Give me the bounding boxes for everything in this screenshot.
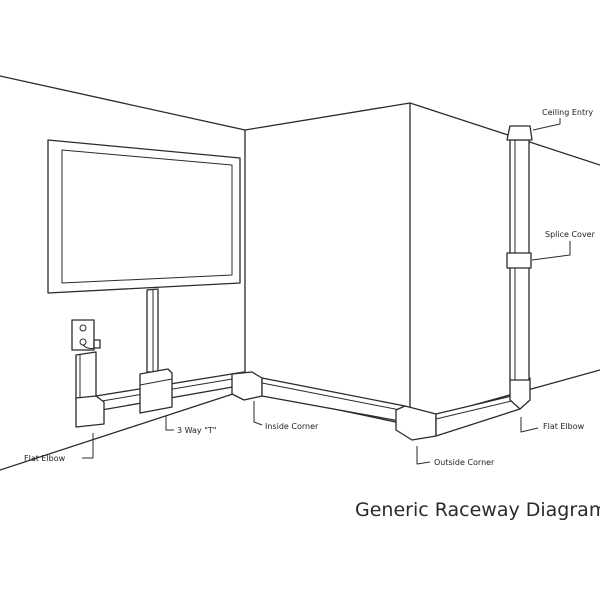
- label-splice-cover: Splice Cover: [545, 230, 596, 239]
- leader-outside-corner: [416, 446, 431, 465]
- inside-corner-fitting: [231, 371, 263, 401]
- outlet-plate: [71, 319, 95, 351]
- leader-splice-cover: [531, 241, 571, 261]
- label-outside-corner: Outside Corner: [434, 458, 495, 467]
- ceiling-entry-fitting: [506, 125, 533, 141]
- label-flat-elbow-left: Flat Elbow: [24, 454, 66, 463]
- splice-cover-fitting: [506, 252, 532, 269]
- label-flat-elbow-right: Flat Elbow: [543, 422, 585, 431]
- label-inside-corner: Inside Corner: [265, 422, 319, 431]
- outlet-socket-top: [79, 324, 87, 332]
- labels: Ceiling Entry Splice Cover Flat Elbow Ou…: [24, 108, 596, 467]
- leader-inside-corner: [253, 401, 263, 426]
- raceway-baseboard-middle: [261, 377, 406, 423]
- plug: [93, 339, 101, 349]
- floor-line-left: [0, 389, 246, 471]
- leader-three-way-t: [165, 416, 174, 431]
- wall-outlet: [71, 319, 101, 351]
- leader-ceiling-entry: [532, 118, 561, 131]
- tv-screen: [61, 149, 233, 284]
- raceway-middle-wall: [231, 371, 406, 423]
- tv-frame: [47, 139, 241, 294]
- raceway-baseboard-right: [435, 393, 521, 437]
- three-way-t-fitting: [139, 368, 173, 414]
- television: [47, 139, 241, 294]
- leader-flat-elbow-left: [82, 433, 94, 459]
- outside-corner-fitting: [395, 405, 437, 441]
- leader-lines: [82, 118, 571, 465]
- raceway-right-wall: [395, 125, 533, 441]
- leader-flat-elbow-right: [520, 417, 539, 433]
- label-three-way-t: 3 Way "T": [177, 426, 216, 435]
- ceiling-line: [0, 75, 600, 166]
- diagram-title: Generic Raceway Diagram: [355, 499, 600, 521]
- raceway-left-wall: [75, 288, 245, 428]
- raceway-vertical-outlet: [75, 351, 97, 401]
- flat-elbow-left-fitting: [75, 395, 105, 428]
- label-ceiling-entry: Ceiling Entry: [542, 108, 593, 117]
